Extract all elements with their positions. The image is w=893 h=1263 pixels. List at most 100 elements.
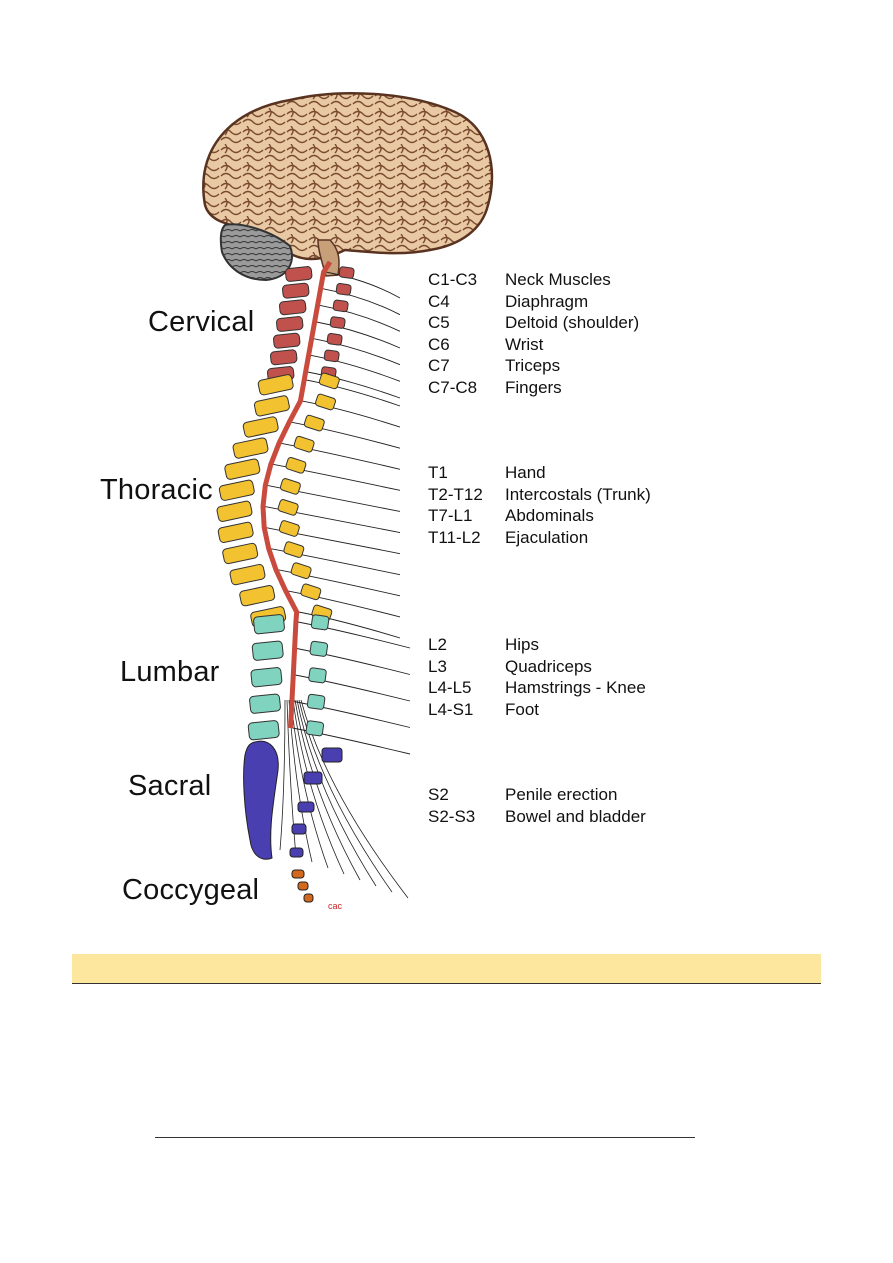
spinal-nerve <box>297 621 411 649</box>
spinal-nerve <box>270 548 401 576</box>
spinal-nerve <box>267 485 401 512</box>
vertebra-body <box>224 458 261 480</box>
level-function: Ejaculation <box>505 527 589 547</box>
region-label-coccygeal: Coccygeal <box>122 874 260 906</box>
vertebra-process <box>323 349 340 363</box>
sacral-segment <box>291 823 307 835</box>
vertebra-body <box>275 316 304 332</box>
spinal-nerve <box>296 648 411 675</box>
spinal-nerve <box>322 288 401 316</box>
spinal-nerve <box>277 569 401 597</box>
vertebra-process <box>306 693 326 710</box>
level-code: L4-L5 <box>428 678 472 698</box>
spinal-nerve <box>298 611 401 639</box>
vertebra-body <box>251 640 284 661</box>
vertebra-process <box>303 414 325 432</box>
sacral-segment <box>303 771 323 785</box>
footnote-divider <box>155 1137 695 1138</box>
level-code: T2-T12 <box>428 484 483 504</box>
level-code: S2 <box>428 785 449 804</box>
vertebra-process <box>290 562 312 579</box>
vertebra-process <box>310 614 330 631</box>
vertebra-process <box>338 266 355 279</box>
vertebra-body <box>272 332 301 349</box>
vertebra-process <box>335 283 352 296</box>
vertebra-body <box>257 374 294 396</box>
vertebra-body <box>216 500 253 522</box>
region-label-cervical: Cervical <box>148 306 255 338</box>
spinal-nerve <box>264 506 401 533</box>
vertebra-body <box>232 437 269 459</box>
vertebra-process <box>278 520 300 537</box>
level-code: L2 <box>428 635 447 654</box>
level-function: Fingers <box>505 377 562 397</box>
vertebra-body <box>253 395 290 417</box>
level-code: T7-L1 <box>428 506 473 526</box>
level-code: C1-C3 <box>428 270 478 289</box>
level-code: L3 <box>428 656 447 676</box>
vertebra-body <box>222 542 259 565</box>
level-function: Wrist <box>505 334 544 354</box>
level-function: Quadriceps <box>505 656 592 676</box>
level-function: Triceps <box>505 356 561 376</box>
vertebra-process <box>329 316 346 329</box>
cerebellum <box>219 223 293 282</box>
vertebra-process <box>308 667 327 684</box>
vertebra-body <box>229 563 266 586</box>
spinal-nerve <box>266 527 401 555</box>
vertebra-body <box>281 282 310 299</box>
vertebra-process <box>318 372 340 390</box>
vertebra-process <box>293 435 315 453</box>
level-function: Hamstrings - Knee <box>505 678 646 698</box>
spinal-nerve <box>302 400 401 428</box>
vertebra-process <box>277 499 299 516</box>
spinal-nerve <box>325 271 401 299</box>
spinal-nerve <box>272 463 401 491</box>
sacral-segment <box>297 801 315 813</box>
level-function: Abdominals <box>505 506 594 526</box>
vertebra-process <box>326 333 343 346</box>
vertebra-body <box>218 479 255 501</box>
cauda-equina-nerve <box>296 699 377 887</box>
cauda-equina-nerve <box>294 699 361 881</box>
vertebra-body <box>217 521 254 544</box>
spinal-nerve <box>316 321 401 349</box>
vertebra-body <box>269 349 298 366</box>
level-function: Foot <box>505 699 540 719</box>
region-label-sacral: Sacral <box>128 770 212 802</box>
level-function: Hand <box>505 463 546 482</box>
level-code: C4 <box>428 291 450 311</box>
level-function: Deltoid (shoulder) <box>505 313 640 333</box>
spine-illustration <box>202 92 494 903</box>
vertebrae <box>216 266 355 903</box>
vertebra-body <box>284 266 313 282</box>
level-code: S2-S3 <box>428 806 476 826</box>
vertebra-process <box>309 640 329 657</box>
vertebra-body <box>247 720 280 741</box>
highlight-bar <box>72 954 821 984</box>
vertebra-body <box>250 667 283 688</box>
level-code: C7 <box>428 356 450 376</box>
level-code: C5 <box>428 313 450 333</box>
spinal-nerve <box>292 727 411 755</box>
level-function: Bowel and bladder <box>505 806 646 826</box>
spinal-nerve <box>307 371 401 399</box>
spinal-nerves <box>264 271 411 899</box>
level-code: T1 <box>428 463 448 482</box>
vertebra-body <box>239 585 276 607</box>
cauda-equina-nerve <box>286 699 297 857</box>
sacral-segment <box>289 847 304 858</box>
spinal-nerve <box>319 304 401 332</box>
level-code: C6 <box>428 334 450 354</box>
vertebra-process <box>332 299 349 313</box>
spinal-nerve <box>310 354 401 382</box>
spinal-nerve <box>313 338 401 366</box>
region-label-thoracic: Thoracic <box>100 474 213 506</box>
vertebra-body <box>249 693 281 714</box>
level-function: Diaphragm <box>505 291 589 311</box>
spinal-cord-core <box>260 260 333 729</box>
level-code: T11-L2 <box>428 527 481 547</box>
coccyx-segment <box>303 893 314 903</box>
level-code: C7-C8 <box>428 377 478 397</box>
region-label-lumbar: Lumbar <box>120 656 220 688</box>
